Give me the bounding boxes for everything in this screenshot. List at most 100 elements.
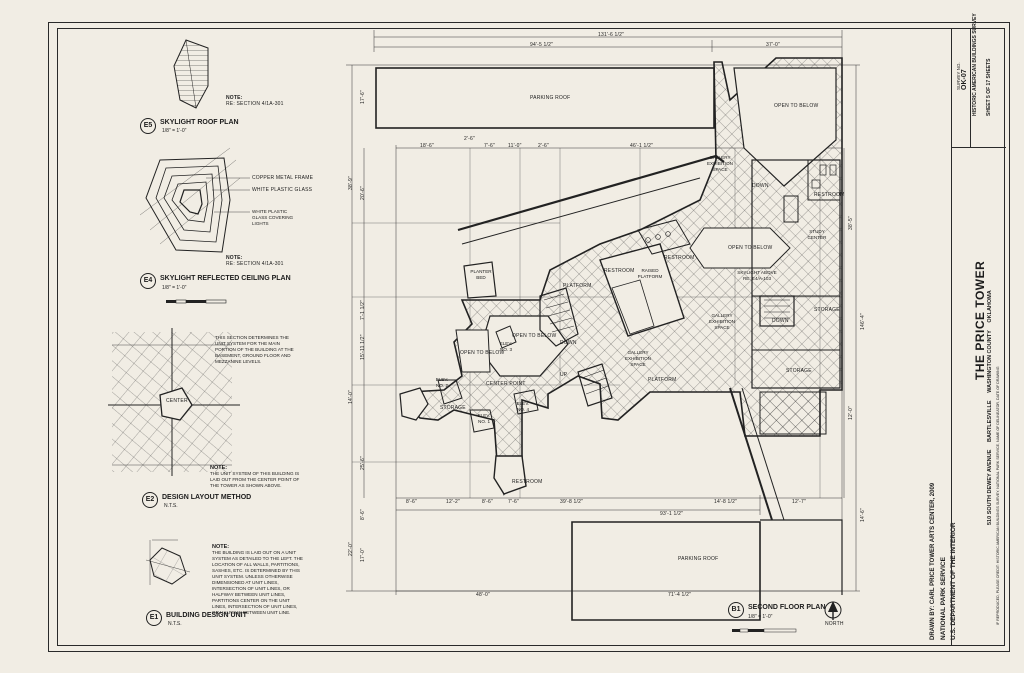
open-to-below-sw bbox=[455, 329, 491, 373]
detail-key-e4: E4 bbox=[140, 273, 156, 289]
design-unit-note: NOTE: THE BUILDING IS LAID OUT ON A UNIT… bbox=[212, 544, 304, 616]
west-tower-core bbox=[399, 261, 613, 495]
ceiling-label-frame: COPPER METAL FRAME bbox=[252, 175, 314, 181]
room-open-below-center: OPEN TO BELOW bbox=[728, 245, 773, 251]
room-open-below-sw: OPEN TO BELOW bbox=[460, 350, 505, 356]
dim-bottom-g: 12'-7" bbox=[792, 499, 806, 505]
detail-scale-e5: 1/8" = 1'-0" bbox=[162, 128, 187, 134]
room-open-below-west: OPEN TO BELOW bbox=[512, 333, 557, 339]
room-parking-roof-north: PARKING ROOF bbox=[530, 95, 571, 101]
address-city: BARTLESVILLE bbox=[987, 400, 993, 442]
detail-scale-e1: N.T.S. bbox=[168, 621, 182, 627]
dim-top-east: 37'-0" bbox=[766, 42, 780, 48]
room-restroom-north: RESTROOM bbox=[664, 255, 695, 261]
dim-row-c: 7'-6" bbox=[484, 143, 495, 149]
room-restroom-south: RESTROOM bbox=[512, 479, 543, 485]
design-layout-note-label: NOTE: bbox=[210, 465, 228, 471]
dim-left-i: 22'-0" bbox=[348, 542, 354, 556]
dim-left-a: 17'-6" bbox=[360, 90, 366, 104]
dim-bottom-e: 39'-8 1/2" bbox=[560, 499, 584, 505]
plan-key-b1: B1 bbox=[728, 602, 744, 618]
south-storage-area bbox=[759, 391, 827, 435]
detail-scale-e4: 1/8" = 1'-0" bbox=[162, 285, 187, 291]
dim-left-f: 14'-0" bbox=[348, 390, 354, 404]
dim-left-h: 8'-6" bbox=[360, 509, 366, 520]
design-unit-note-label: NOTE: bbox=[212, 544, 230, 550]
dim-left-j: 17'-0" bbox=[360, 548, 366, 562]
room-restroom-east: RESTROOM bbox=[814, 192, 845, 198]
dim-row-f: 46'-1 1/2" bbox=[630, 143, 654, 149]
design-unit-note-text: THE BUILDING IS LAID OUT ON A UNIT SYSTE… bbox=[212, 550, 303, 615]
design-layout-top-note: THIS SECTION DETERMINES THE UNIT SYSTEM … bbox=[215, 335, 294, 364]
address-street: 510 SOUTH DEWEY AVENUE bbox=[987, 449, 993, 525]
sheet-number: SHEET 5 OF 17 SHEETS bbox=[986, 58, 992, 116]
title-block bbox=[951, 28, 1006, 646]
restroom-block-north bbox=[637, 219, 691, 255]
room-parking-roof-south: PARKING ROOF bbox=[678, 556, 719, 562]
room-open-below-north: OPEN TO BELOW bbox=[774, 103, 819, 109]
dim-bottom-c: 8'-6" bbox=[482, 499, 493, 505]
east-core-stair bbox=[759, 195, 799, 327]
reproduction-credit: IF REPRODUCED, PLEASE CREDIT: HISTORIC A… bbox=[996, 366, 1000, 625]
room-gallery-north: GALLERY EXHIBITION SPACE bbox=[706, 155, 734, 172]
detail-scale-e2: N.T.S. bbox=[164, 503, 178, 509]
dim-bottom-a: 8'-6" bbox=[406, 499, 417, 505]
detail-key-e5: E5 bbox=[140, 118, 156, 134]
sheet-border-inner bbox=[57, 28, 1005, 646]
sheet-border-outer bbox=[48, 22, 1010, 652]
dim-left-d: 7'-1 1/2" bbox=[360, 299, 366, 320]
dim-left-c: 20'-6" bbox=[360, 186, 366, 200]
dim-bottom-h: 93'-1 1/2" bbox=[660, 511, 684, 517]
dim-right-d: 14'-6" bbox=[860, 508, 866, 522]
room-platform-south: PLATFORM bbox=[648, 377, 677, 383]
dim-row-e: 2'-6" bbox=[538, 143, 549, 149]
detail-key-e1: E1 bbox=[146, 610, 162, 626]
north-arrow-icon bbox=[824, 601, 842, 620]
dim-row-b: 2'-6" bbox=[464, 136, 475, 142]
plan-scale: 1/8" = 1'-0" bbox=[748, 614, 773, 620]
ceiling-label-glass: WHITE PLASTIC GLASS bbox=[252, 187, 313, 193]
plan-dimension-lines bbox=[346, 30, 860, 595]
room-restroom-platform: RESTROOM bbox=[604, 268, 635, 274]
room-planter-bed: PLANTER BED bbox=[470, 269, 492, 280]
dim-bottom-d: 7'-6" bbox=[508, 499, 519, 505]
note-text-e4: RE: SECTION 4/1A-301 bbox=[226, 261, 284, 267]
note-label-e4: NOTE: bbox=[226, 255, 243, 261]
room-platform-north: PLATFORM bbox=[563, 283, 592, 289]
elevator-1-label: ELEV. NO. 1 bbox=[477, 413, 491, 424]
dim-left-g: 25'-6" bbox=[360, 456, 366, 470]
room-gallery-mid: GALLERY EXHIBITION SPACE bbox=[708, 313, 736, 330]
detail-key-e2: E2 bbox=[142, 492, 158, 508]
center-point-label: CENTER POINT bbox=[486, 381, 526, 387]
dim-right-c: 12'-0" bbox=[848, 406, 854, 420]
agency-nps: NATIONAL PARK SERVICE bbox=[940, 557, 947, 640]
dim-right-b: 146'-4" bbox=[860, 313, 866, 330]
open-to-below-north bbox=[733, 67, 837, 187]
survey-no-value: OK-07 bbox=[961, 69, 968, 90]
north-label: NORTH bbox=[825, 621, 844, 627]
building-title: THE PRICE TOWER bbox=[973, 260, 987, 380]
room-storage-east: STORAGE bbox=[814, 307, 840, 313]
design-layout-note: NOTE: THE UNIT SYSTEM OF THIS BUILDING I… bbox=[210, 465, 300, 489]
parking-roof-south bbox=[571, 521, 761, 621]
design-layout-drawing bbox=[108, 328, 240, 476]
detail-title-e5: SKYLIGHT ROOF PLAN bbox=[160, 119, 239, 126]
address-line: 510 SOUTH DEWEY AVENUE BARTLESVILLE WASH… bbox=[987, 290, 993, 525]
stair-down-west: DOWN bbox=[560, 340, 577, 346]
dim-bottom-j: 71'-4 1/2" bbox=[668, 592, 692, 598]
open-to-below-center bbox=[689, 227, 791, 269]
detail-title-e4: SKYLIGHT REFLECTED CEILING PLAN bbox=[160, 275, 291, 282]
dim-left-e: 15'-11 1/2" bbox=[360, 334, 366, 360]
room-gallery-south: GALLERY EXHIBITION SPACE bbox=[624, 350, 652, 367]
dim-row-d: 11'-0" bbox=[508, 143, 522, 149]
note-text-e5: RE: SECTION 4/1A-301 bbox=[226, 101, 284, 107]
ceiling-plan-scale-bar bbox=[166, 299, 227, 304]
dim-bottom-b: 12'-2" bbox=[446, 499, 460, 505]
address-state: OKLAHOMA bbox=[987, 290, 993, 323]
note-label-e5: NOTE: bbox=[226, 95, 243, 101]
reflected-ceiling-plan-drawing bbox=[139, 147, 250, 253]
elevator-2-label: ELEV. NO. 2 bbox=[435, 377, 449, 388]
raised-platform-outline bbox=[599, 243, 685, 337]
